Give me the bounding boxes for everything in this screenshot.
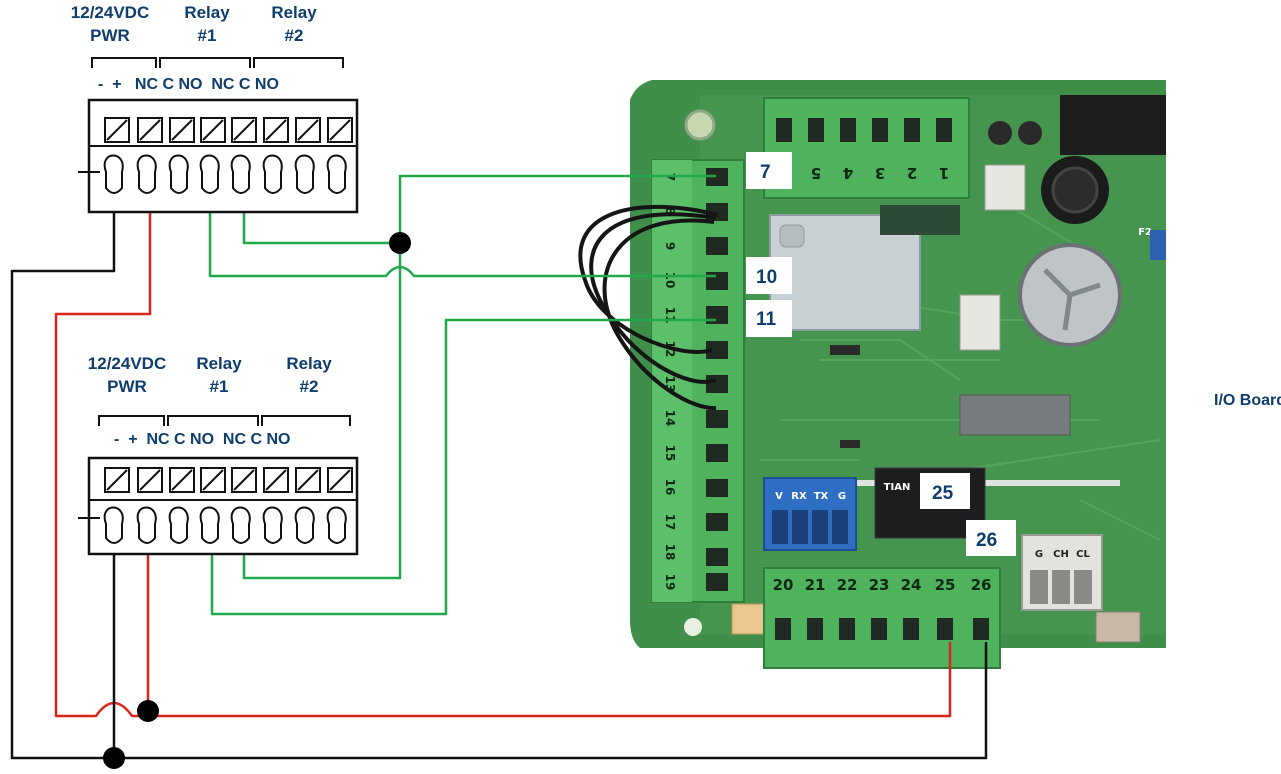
bottom-terminal-24: 24 (901, 576, 922, 594)
mount-hole-top (684, 109, 716, 141)
small-cap-1 (988, 121, 1012, 145)
top-pwr-line2: PWR (90, 26, 130, 45)
can-label-cl: CL (1076, 549, 1090, 560)
side-terminal-19: 19 (663, 574, 677, 591)
bottom-terminal-22: 22 (837, 576, 858, 594)
side-terminal-9: 9 (663, 242, 677, 250)
bottom-terminal-23: 23 (869, 576, 890, 594)
callout-7: 7 (760, 162, 771, 183)
bottom-clamps (103, 506, 347, 544)
bottom-pwr-line1: 12/24VDC (88, 354, 166, 373)
fuse-cap (1051, 166, 1099, 214)
smd-2 (840, 440, 860, 448)
io-board: 5 4 3 2 1 (578, 80, 1166, 669)
bottom-screw-slots (104, 467, 353, 493)
junction-dot-red (137, 700, 159, 722)
top-relay1-line2: #1 (198, 26, 217, 45)
serial-label-rx: RX (791, 491, 807, 502)
wire-black-top-minus (10, 192, 988, 760)
side-terminal-10: 10 (663, 272, 677, 289)
side-terminal-15: 15 (663, 445, 677, 462)
bottom-terminal-20: 20 (773, 576, 794, 594)
small-connector (959, 294, 1001, 351)
bottom-relay2-line2: #2 (300, 377, 319, 396)
wire-green-top-nc (208, 192, 716, 278)
wires (10, 174, 988, 760)
bottom-terminal-labels: - + NC C NO NC C NO (114, 431, 290, 448)
bottom-brackets (98, 415, 351, 426)
side-terminal-17: 17 (663, 514, 677, 531)
header-pins (959, 394, 1071, 436)
junction-dot-black (103, 747, 125, 769)
top-terminal-labels: - + NC C NO NC C NO (98, 76, 279, 93)
can-label-g: G (1035, 549, 1043, 560)
wire-green-bottom-nc (210, 318, 716, 616)
main-relay (769, 205, 960, 331)
top-terminal-5: 5 (811, 164, 821, 182)
top-terminal-1: 1 (939, 164, 949, 182)
blue-cap (1150, 230, 1166, 260)
bottom-terminal-21: 21 (805, 576, 826, 594)
serial-label-tx: TX (814, 491, 829, 502)
orange-connector (731, 603, 765, 635)
callout-26: 26 (976, 530, 997, 551)
board-caption: I/O Board (1214, 392, 1281, 409)
side-terminal-16: 16 (663, 479, 677, 496)
bottom-pwr-line2: PWR (107, 377, 147, 396)
bottom-relay1-line1: Relay (196, 354, 242, 373)
bottom-connector: 20 21 22 23 24 25 26 (763, 567, 1001, 669)
junction-dot-green (389, 232, 411, 254)
fuse-label: F2 (1138, 227, 1152, 238)
top-clamps (103, 154, 347, 194)
side-terminal-18: 18 (663, 544, 677, 561)
small-relay-text: TIAN (884, 482, 911, 493)
can-label-ch: CH (1053, 549, 1069, 560)
black-component (1060, 95, 1166, 155)
mount-hole-bottom (684, 618, 702, 636)
serial-label-v: V (775, 491, 783, 502)
callout-25: 25 (932, 483, 954, 504)
push-button (1095, 611, 1141, 643)
callouts: 7 10 11 25 26 (746, 152, 1016, 556)
callout-10: 10 (756, 267, 777, 288)
bottom-relay1-line2: #1 (210, 377, 229, 396)
bottom-relay2-line1: Relay (286, 354, 332, 373)
top-pwr-line1: 12/24VDC (71, 3, 149, 22)
top-relay1-line1: Relay (184, 3, 230, 22)
serial-connector: V RX TX G (763, 477, 857, 551)
bottom-terminal-25: 25 (935, 576, 956, 594)
top-terminal-3: 3 (875, 164, 885, 182)
white-header-top (984, 164, 1026, 211)
bottom-terminal-26: 26 (971, 576, 992, 594)
smd-1 (830, 345, 860, 355)
top-screw-slots (104, 117, 353, 143)
serial-label-g: G (838, 491, 846, 502)
wire-red-top-plus (54, 192, 952, 718)
side-terminal-8: 8 (663, 207, 677, 215)
capacitor-mark (1043, 268, 1101, 331)
wire-green-common (242, 174, 716, 580)
top-relay2-line2: #2 (285, 26, 304, 45)
top-brackets (91, 57, 344, 68)
terminal-block-top: 12/24VDC PWR Relay #1 Relay #2 - + NC C … (71, 3, 359, 214)
top-connector: 5 4 3 2 1 (763, 97, 970, 199)
top-relay2-line1: Relay (271, 3, 317, 22)
top-terminal-4: 4 (843, 164, 853, 182)
small-cap-2 (1018, 121, 1042, 145)
can-connector: G CH CL (1021, 534, 1103, 611)
callout-11: 11 (756, 309, 777, 330)
top-terminal-2: 2 (907, 164, 917, 182)
terminal-block-bottom: 12/24VDC PWR Relay #1 Relay #2 - + NC C … (78, 354, 359, 556)
side-terminal-14: 14 (663, 410, 677, 427)
